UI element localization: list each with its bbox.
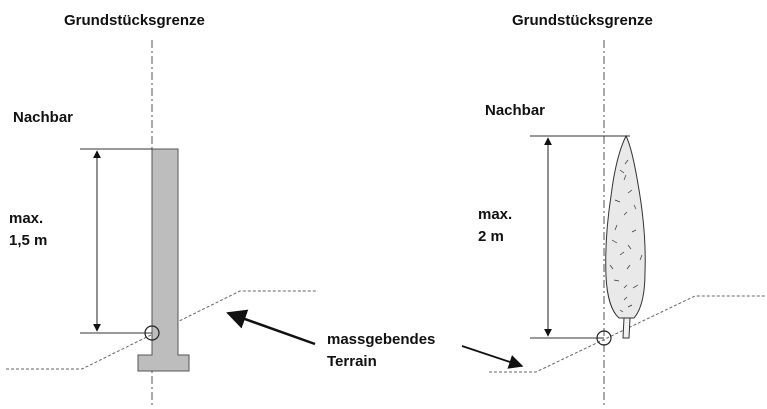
- terrain-arrow-right: [461, 345, 524, 369]
- tree-crown: [605, 134, 646, 319]
- terrain-label-line1: massgebendes: [327, 331, 436, 348]
- tree-trunk: [622, 317, 631, 339]
- left-boundary-label: Grundstücksgrenze: [64, 12, 205, 29]
- left-height-label-line2: 1,5 m: [9, 232, 48, 249]
- right-boundary-label: Grundstücksgrenze: [512, 12, 653, 29]
- left-wall: [137, 148, 190, 372]
- right-reference-circle: [596, 330, 612, 346]
- left-panel: [6, 40, 318, 408]
- left-reference-circle: [144, 325, 160, 341]
- left-terrain-line: [6, 290, 318, 370]
- left-height-label-line1: max.: [9, 210, 44, 227]
- terrain-label-line2: Terrain: [327, 353, 377, 370]
- right-terrain-line: [489, 295, 765, 373]
- cypress-tree: [605, 134, 646, 339]
- left-neighbor-label: Nachbar: [13, 109, 74, 126]
- terrain-arrow-left: [226, 309, 316, 346]
- right-panel: [489, 40, 765, 408]
- right-height-label-line2: 2 m: [478, 228, 504, 245]
- right-height-label-line1: max.: [478, 206, 513, 223]
- right-neighbor-label: Nachbar: [485, 102, 546, 119]
- tree-texture: [609, 159, 643, 313]
